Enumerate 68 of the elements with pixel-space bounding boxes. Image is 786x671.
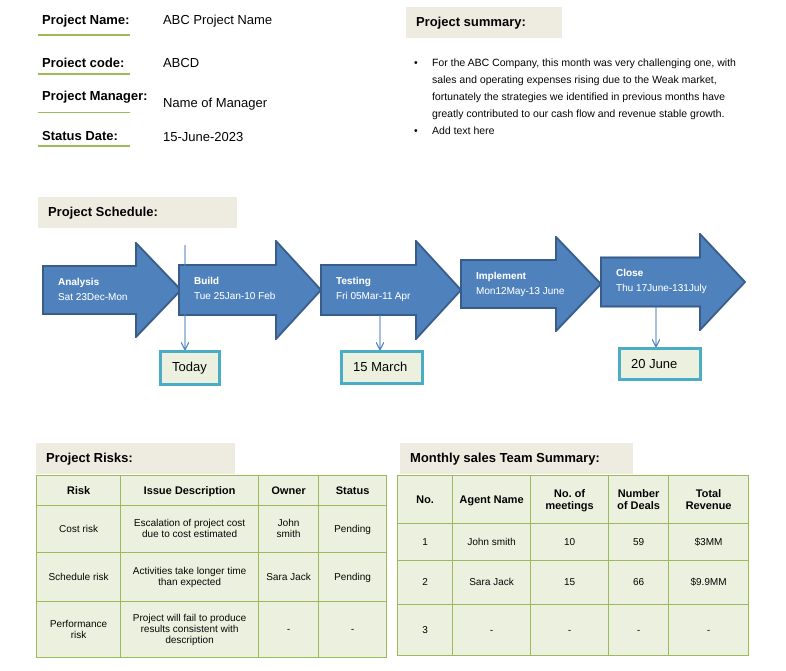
table-cell: Sara Jack (258, 552, 318, 602)
table-cell: Project will fail to produce results consistent with description (120, 602, 258, 658)
section-heading: Project Risks: (36, 443, 235, 474)
column-header: Agent Name (452, 476, 530, 524)
table-cell: 1 (398, 524, 452, 560)
date-callout: 20 June (618, 347, 702, 381)
arrow (651, 306, 661, 348)
phase-name: Implement (476, 270, 526, 282)
phase-name: Close (616, 268, 644, 280)
table-cell: - (530, 604, 608, 656)
field-label: Status Date: (42, 128, 118, 143)
column-header: Number of Deals (608, 476, 668, 524)
table-cell: $3MM (668, 524, 748, 560)
table-cell: 3 (398, 604, 452, 656)
field-value: ABC Project Name (163, 12, 272, 27)
arrow (375, 314, 385, 351)
table-cell: - (318, 602, 386, 658)
table-cell: Pending (318, 552, 386, 602)
column-header: Total Revenue (668, 476, 748, 524)
phase-dates: Fri 05Mar-11 Apr (336, 291, 410, 302)
date-callout: 15 March (340, 350, 424, 385)
table-cell: 2 (398, 560, 452, 604)
column-header: No. (398, 476, 452, 524)
phase-dates: Tue 25Jan-10 Feb (194, 291, 276, 302)
column-header: Status (318, 476, 386, 506)
table-cell: - (608, 604, 668, 656)
field-label: Project Name: (42, 12, 130, 27)
arrow (180, 244, 190, 351)
column-header: Risk (36, 476, 120, 506)
section-heading: Project Schedule: (38, 197, 237, 228)
table-cell: 10 (530, 524, 608, 560)
column-header: Issue Description (120, 476, 258, 506)
field-value: Name of Manager (163, 95, 268, 110)
field-value: ABCD (163, 55, 200, 70)
section-heading: Project summary: (406, 7, 562, 38)
field-label: Proiect code: (42, 55, 124, 70)
table-cell: 59 (608, 524, 668, 560)
table-cell: Escalation of project cost due to cost estimated (120, 506, 258, 552)
date-callout: Today (159, 350, 221, 386)
phase-dates: Thu 17June-131July (616, 283, 707, 294)
bullet-mark: • (414, 124, 418, 139)
table-cell: - (668, 604, 748, 656)
table-cell: $9.9MM (668, 560, 748, 604)
column-header: Owner (258, 476, 318, 506)
table-cell: Sara Jack (452, 560, 530, 604)
table-cell: Activities take longer time than expected (120, 552, 258, 602)
field-value: 15-June-2023 (163, 129, 244, 144)
table-cell: 66 (608, 560, 668, 604)
column-header: No. of meetings (530, 476, 608, 524)
table-cell: Schedule risk (36, 552, 120, 602)
table-cell: Cost risk (36, 506, 120, 552)
bullet-text: For the ABC Company, this month was very challenging one, with sales and operating expenses rising due to the Weak market, fortunately the strategies we identified in previous months have greatly contributed to our cash flow and revenue stable growth. (432, 56, 737, 122)
table-cell: Performance risk (36, 602, 120, 658)
table-cell: - (258, 602, 318, 658)
table-cell: 15 (530, 560, 608, 604)
table-cell: - (452, 604, 530, 656)
phase-dates: Sat 23Dec-Mon (58, 292, 128, 303)
bullet-text: Add text here (432, 124, 496, 139)
phase-name: Analysis (58, 276, 100, 288)
bullet-mark: • (414, 56, 418, 71)
phase-name: Testing (336, 276, 371, 287)
phase-name: Build (194, 276, 219, 287)
phase-dates: Mon12May-13 June (476, 286, 564, 297)
table-cell: Pending (318, 506, 386, 552)
table-cell: John smith (452, 524, 530, 560)
section-heading: Monthly sales Team Summary: (400, 443, 633, 474)
table-cell: John smith (258, 506, 318, 552)
field-label: Project Manager: (42, 88, 148, 103)
